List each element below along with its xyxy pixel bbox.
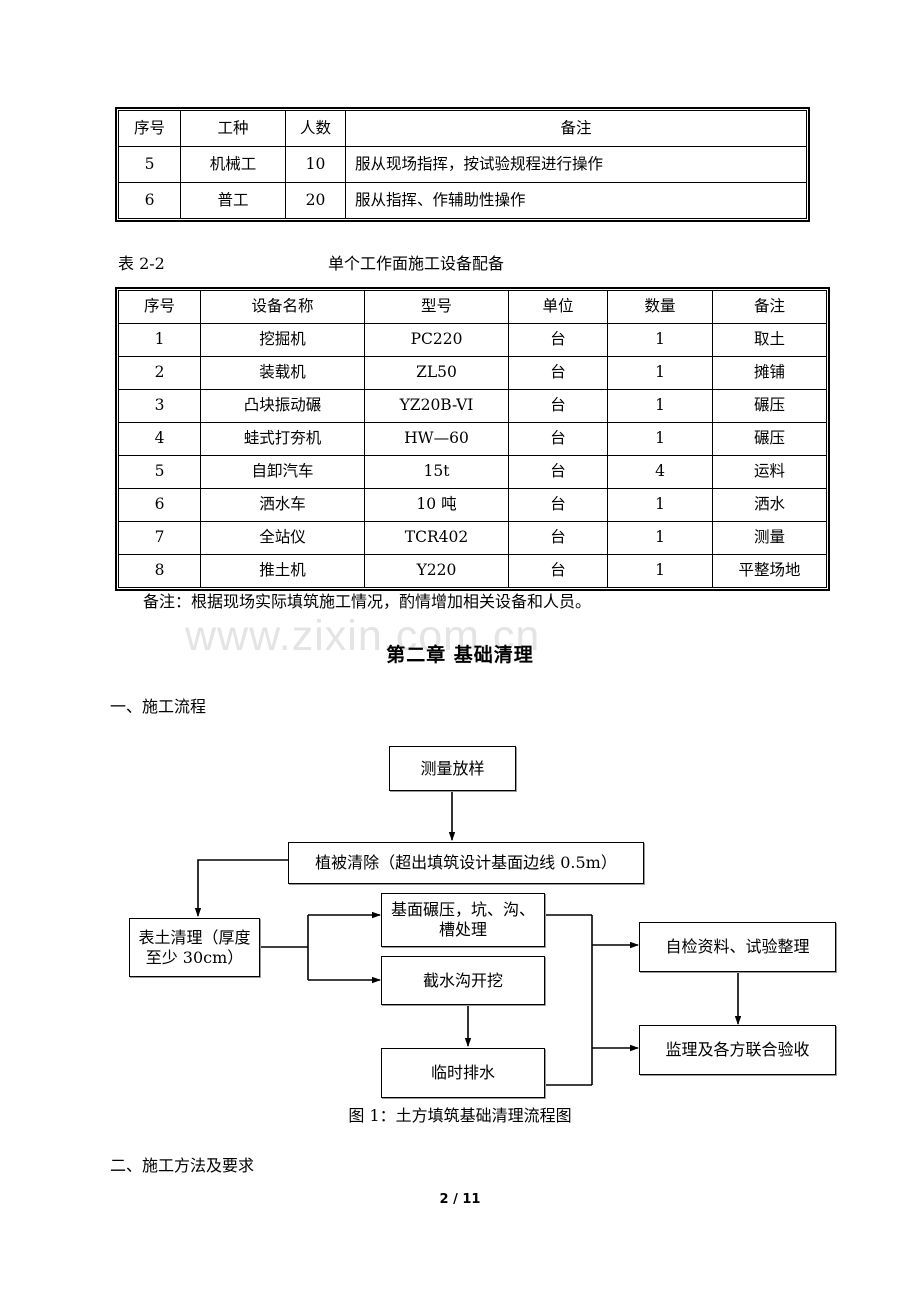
cell-seq: 5 <box>118 455 201 489</box>
cell-model: HW—60 <box>364 422 509 456</box>
cell-quantity: 1 <box>607 422 713 456</box>
cell-quantity: 1 <box>607 488 713 522</box>
figure-caption: 图 1：土方填筑基础清理流程图 <box>348 1106 572 1125</box>
flow-node-topsoil-clearing: 表土清理（厚度 至少 30cm） <box>129 918 260 977</box>
cell-unit: 台 <box>508 389 608 423</box>
column-header-remark: 备注 <box>712 290 827 324</box>
cell-equipment-name: 蛙式打夯机 <box>200 422 365 456</box>
column-header-remark: 备注 <box>345 110 807 147</box>
cell-remark: 摊铺 <box>712 356 827 390</box>
cell-remark: 取土 <box>712 323 827 357</box>
cell-quantity: 1 <box>607 554 713 588</box>
column-header-quantity: 数量 <box>607 290 713 324</box>
cell-count: 10 <box>285 146 346 183</box>
cell-remark: 测量 <box>712 521 827 555</box>
cell-seq: 6 <box>118 488 201 522</box>
cell-remark: 碾压 <box>712 422 827 456</box>
column-header-count: 人数 <box>285 110 346 147</box>
cell-seq: 4 <box>118 422 201 456</box>
cell-trade: 普工 <box>180 182 286 219</box>
cell-seq: 1 <box>118 323 201 357</box>
flow-node-ditch-excavation: 截水沟开挖 <box>381 956 545 1005</box>
cell-seq: 5 <box>118 146 181 183</box>
cell-seq: 7 <box>118 521 201 555</box>
column-header-model: 型号 <box>364 290 509 324</box>
cell-model: YZ20B-VI <box>364 389 509 423</box>
cell-remark: 平整场地 <box>712 554 827 588</box>
cell-unit: 台 <box>508 554 608 588</box>
cell-model: ZL50 <box>364 356 509 390</box>
cell-remark: 服从现场指挥，按试验规程进行操作 <box>345 146 807 183</box>
cell-unit: 台 <box>508 422 608 456</box>
table-row: 6 普工 20 服从指挥、作辅助性操作 <box>118 182 807 219</box>
chapter-heading: 第二章 基础清理 <box>386 644 534 666</box>
flow-node-survey-setout: 测量放样 <box>389 746 516 791</box>
cell-equipment-name: 推土机 <box>200 554 365 588</box>
column-header-trade: 工种 <box>180 110 286 147</box>
cell-unit: 台 <box>508 488 608 522</box>
cell-remark: 碾压 <box>712 389 827 423</box>
cell-count: 20 <box>285 182 346 219</box>
table-header-row: 序号 设备名称 型号 单位 数量 备注 <box>118 290 827 324</box>
construction-flow-diagram: 测量放样 植被清除（超出填筑设计基面边线 0.5m） 表土清理（厚度 至少 30… <box>0 730 920 1105</box>
cell-quantity: 4 <box>607 455 713 489</box>
cell-equipment-name: 凸块振动碾 <box>200 389 365 423</box>
cell-model: 10 吨 <box>364 488 509 522</box>
flow-node-base-rolling: 基面碾压，坑、沟、 槽处理 <box>381 893 545 947</box>
cell-unit: 台 <box>508 323 608 357</box>
worker-allocation-table: 序号 工种 人数 备注 5 机械工 10 服从现场指挥，按试验规程进行操作 6 … <box>115 107 810 222</box>
page-number: 2 / 11 <box>439 1192 481 1207</box>
column-header-unit: 单位 <box>508 290 608 324</box>
cell-quantity: 1 <box>607 389 713 423</box>
cell-equipment-name: 挖掘机 <box>200 323 365 357</box>
table-header-row: 序号 工种 人数 备注 <box>118 110 807 147</box>
cell-equipment-name: 装载机 <box>200 356 365 390</box>
flow-node-vegetation-removal: 植被清除（超出填筑设计基面边线 0.5m） <box>288 842 644 884</box>
section-heading-methods: 二、施工方法及要求 <box>110 1156 255 1175</box>
cell-unit: 台 <box>508 356 608 390</box>
cell-model: 15t <box>364 455 509 489</box>
cell-seq: 8 <box>118 554 201 588</box>
cell-quantity: 1 <box>607 356 713 390</box>
cell-seq: 3 <box>118 389 201 423</box>
cell-model: TCR402 <box>364 521 509 555</box>
cell-remark: 服从指挥、作辅助性操作 <box>345 182 807 219</box>
cell-equipment-name: 自卸汽车 <box>200 455 365 489</box>
watermark-text: www.zixin.com.cn <box>185 612 541 660</box>
table-row: 5 机械工 10 服从现场指挥，按试验规程进行操作 <box>118 146 807 183</box>
cell-equipment-name: 全站仪 <box>200 521 365 555</box>
cell-seq: 6 <box>118 182 181 219</box>
table-caption-title: 单个工作面施工设备配备 <box>328 254 505 273</box>
cell-unit: 台 <box>508 521 608 555</box>
cell-quantity: 1 <box>607 521 713 555</box>
column-header-seq: 序号 <box>118 110 181 147</box>
cell-trade: 机械工 <box>180 146 286 183</box>
cell-remark: 洒水 <box>712 488 827 522</box>
flowchart-connectors <box>194 790 742 1086</box>
section-heading-construction-flow: 一、施工流程 <box>110 697 207 716</box>
cell-equipment-name: 洒水车 <box>200 488 365 522</box>
table-caption-label: 表 2-2 <box>118 254 165 273</box>
cell-seq: 2 <box>118 356 201 390</box>
cell-quantity: 1 <box>607 323 713 357</box>
table-note-text: 备注：根据现场实际填筑施工情况，酌情增加相关设备和人员。 <box>143 592 592 611</box>
cell-unit: 台 <box>508 455 608 489</box>
column-header-seq: 序号 <box>118 290 201 324</box>
cell-remark: 运料 <box>712 455 827 489</box>
column-header-equipment-name: 设备名称 <box>200 290 365 324</box>
cell-model: PC220 <box>364 323 509 357</box>
flow-node-temp-drainage: 临时排水 <box>381 1048 545 1098</box>
flow-node-joint-acceptance: 监理及各方联合验收 <box>639 1025 836 1075</box>
cell-model: Y220 <box>364 554 509 588</box>
flow-node-self-inspection: 自检资料、试验整理 <box>639 922 836 972</box>
